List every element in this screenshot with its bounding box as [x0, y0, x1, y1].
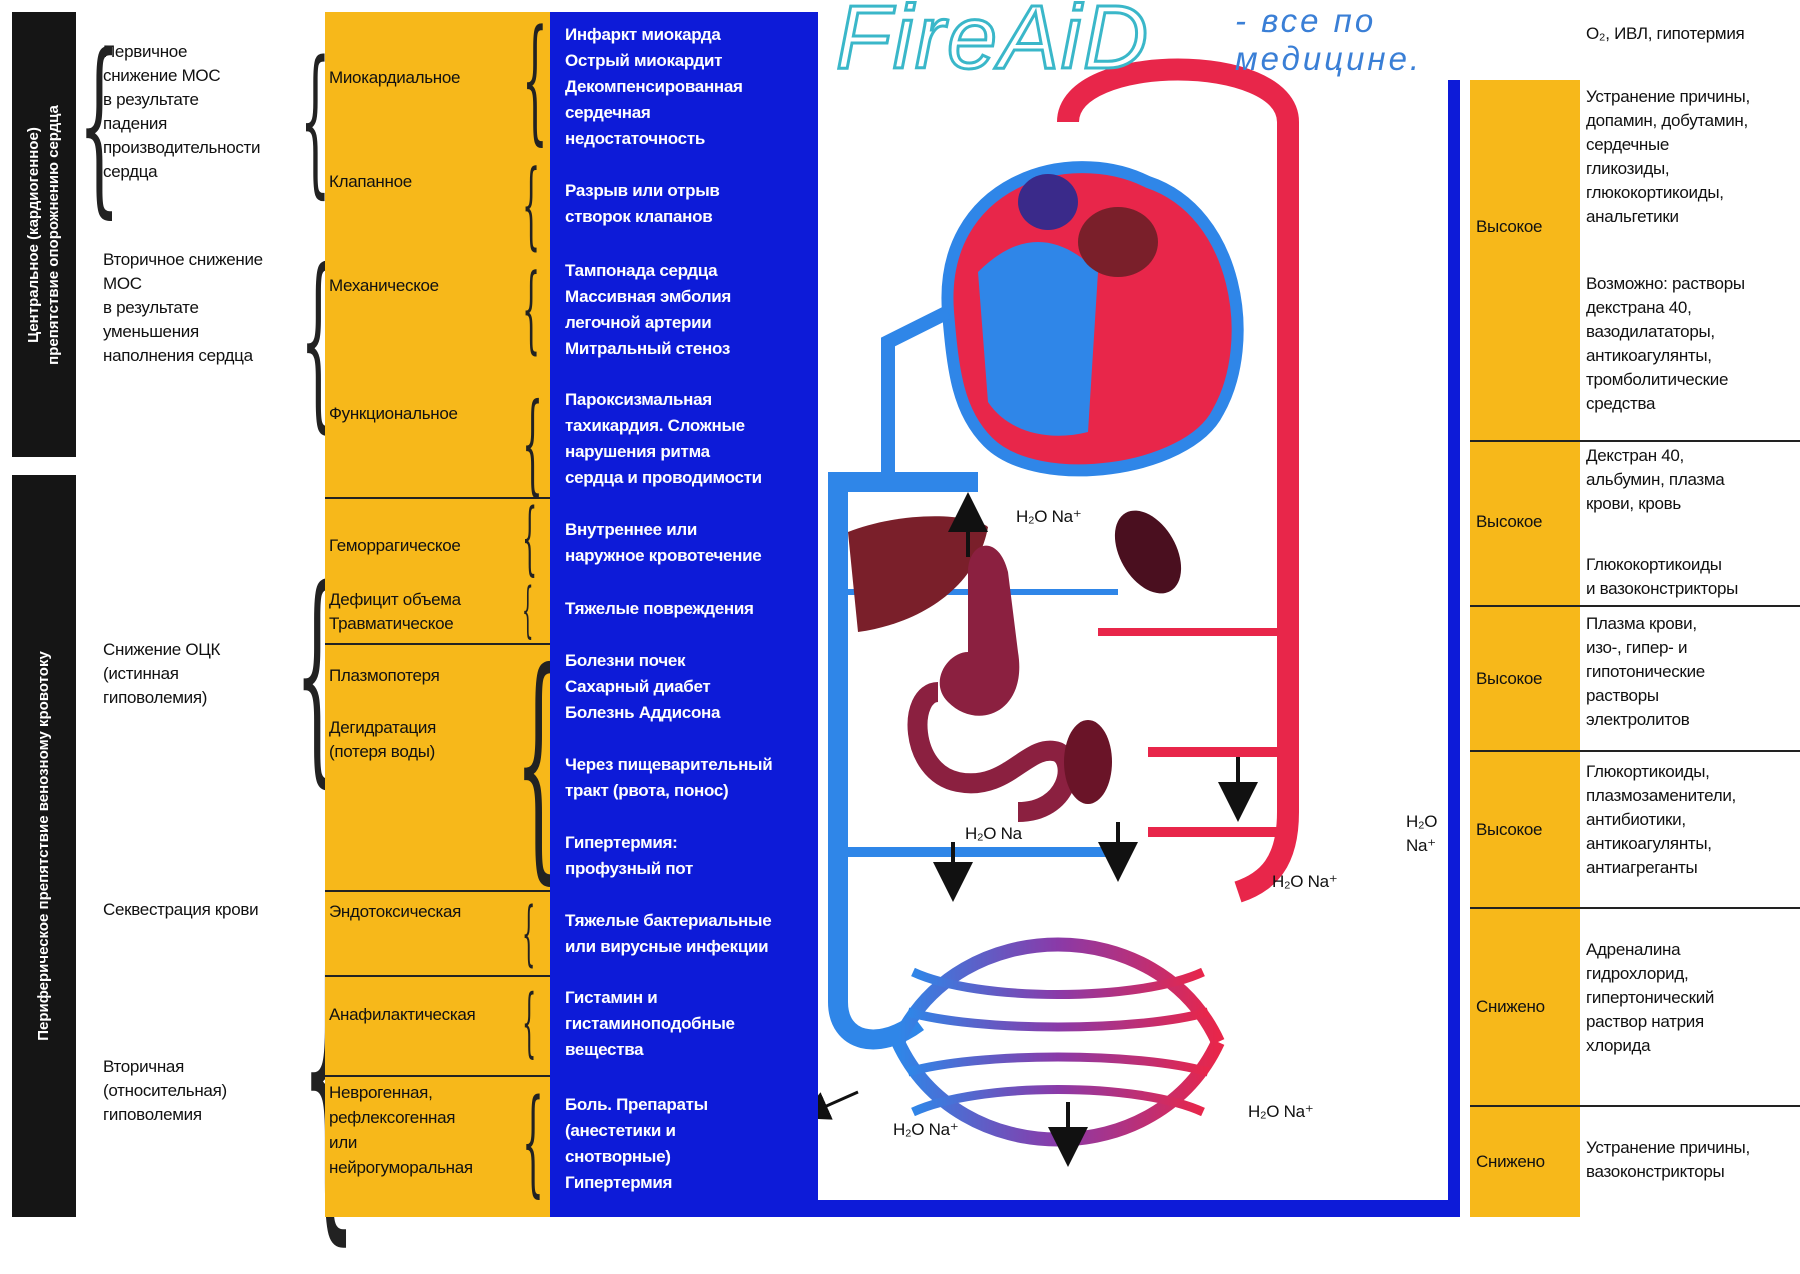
mid-brace: { — [522, 158, 540, 253]
group-sequestration: Секвестрация крови — [103, 898, 258, 922]
treatment-cardiac: Устранение причины,допамин, добутамин,се… — [1586, 85, 1750, 229]
label-h2o-gut: H₂O Na — [965, 822, 1022, 846]
fireaid-logo: FireAiD — [832, 0, 1232, 85]
type-anaphylactic: Анафилактическая — [329, 1003, 475, 1027]
circulation-svg — [818, 12, 1458, 1212]
left-brace-1: { — [78, 30, 120, 220]
label-h2o-bottom-right: H₂O Na⁺ — [1248, 1100, 1313, 1124]
treatment-oxygen: O₂, ИВЛ, гипотермия — [1586, 22, 1744, 46]
label-h2o-top: H₂O Na⁺ — [1016, 505, 1081, 529]
arrow-left — [818, 1092, 858, 1112]
central-shock-label: Центральное (кардиогенное) препятствие о… — [24, 105, 64, 365]
label-h2o-kidney: H₂O Na⁺ — [1272, 870, 1337, 894]
cause-trauma: Тяжелые повреждения — [565, 596, 754, 622]
fireaid-logo-mark: FireAiD — [832, 0, 1232, 80]
resistance-value: Высокое — [1476, 667, 1542, 691]
mid-brace: { — [522, 388, 543, 498]
resistance-value: Снижено — [1476, 995, 1545, 1019]
mid-brace: { — [522, 985, 536, 1060]
row-separator — [1470, 750, 1800, 752]
mid-brace: { — [522, 498, 537, 578]
treatment-endotoxic: Глюкортикоиды,плазмозаменители,антибиоти… — [1586, 760, 1736, 880]
pulmonary-vein — [888, 312, 948, 482]
mid-brace: { — [522, 262, 540, 357]
svg-text:FireAiD: FireAiD — [836, 0, 1150, 80]
type-mechanical: Механическое — [329, 274, 439, 298]
atrium — [1018, 174, 1078, 230]
type-dehydration: Дегидратация(потеря воды) — [329, 716, 436, 764]
row-separator — [1470, 907, 1800, 909]
label-h2o-bottom-left: H₂O Na⁺ — [893, 1118, 958, 1142]
treatment-neurogenic: Устранение причины,вазоконстрикторы — [1586, 1136, 1750, 1184]
mid-brace: { — [522, 898, 535, 968]
mid-brace: { — [522, 12, 548, 147]
peripheral-shock-label-box: Периферическое препятствие венозному кро… — [12, 475, 76, 1217]
row-separator — [1470, 440, 1800, 442]
resistance-value: Высокое — [1476, 215, 1542, 239]
kidney — [1064, 720, 1112, 804]
resistance-value: Снижено — [1476, 1150, 1545, 1174]
type-valvular: Клапанное — [329, 170, 412, 194]
atrium — [1078, 207, 1158, 277]
type-functional: Функциональное — [329, 402, 458, 426]
row-separator — [1470, 605, 1800, 607]
peripheral-shock-label: Периферическое препятствие венозному кро… — [34, 651, 54, 1041]
type-endotoxic: Эндотоксическая — [329, 900, 461, 924]
resistance-column — [1470, 80, 1580, 1217]
group-relative-hypovolemia: Вторичная(относительная)гиповолемия — [103, 1055, 227, 1127]
resistance-value: Высокое — [1476, 818, 1542, 842]
row-separator — [1470, 1105, 1800, 1107]
mid-brace: { — [522, 1085, 544, 1200]
resistance-value: Высокое — [1476, 510, 1542, 534]
type-plasma-loss: Плазмопотеря — [329, 664, 440, 688]
cause-hyperthermia: Гипертермия:профузный пот — [565, 830, 693, 882]
type-myocardial: Миокардиальное — [329, 66, 460, 90]
central-shock-label-box: Центральное (кардиогенное) препятствие о… — [12, 12, 76, 457]
right-ventricle — [978, 242, 1098, 436]
type-hemorrhagic: Геморрагическое — [329, 534, 461, 558]
site-tagline: - все по медицине. — [1235, 2, 1505, 78]
capillary-bed — [898, 945, 1218, 1140]
